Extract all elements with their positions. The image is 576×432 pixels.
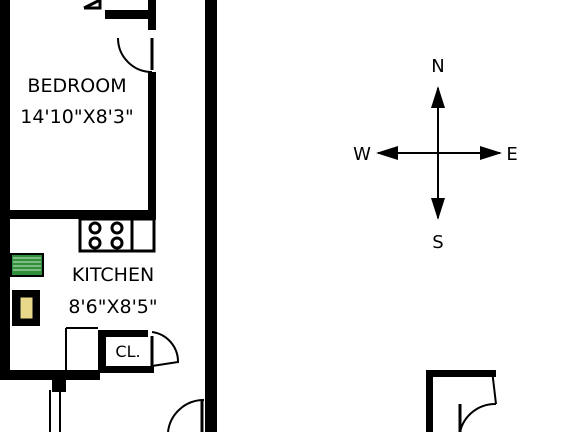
adjacent-door-swing [459,402,497,432]
adjacent-unit [426,369,497,432]
compass-east: E [506,144,517,165]
closet-bottom-wall [98,366,154,373]
adjacent-left-wall [426,370,433,432]
hall-wall [0,370,100,380]
stove-icon [78,217,134,253]
bedroom-nook-wall [148,0,156,30]
hall-pier [52,372,66,392]
kitchen-name: KITCHEN [72,264,154,286]
east-arrow-icon [480,146,502,160]
closet-top-wall [98,330,148,337]
left-outer-wall [0,0,10,380]
compass-north: N [431,56,444,77]
compass-west: W [353,144,371,165]
adjacent-top-wall [426,370,496,377]
closet: CL. [98,330,180,373]
kitchen-size: 8'6"X8'5" [68,296,157,318]
closet-nook [83,0,102,10]
exterior-walls [0,0,217,432]
hallway [0,327,205,432]
sink-icon [10,253,44,277]
bedroom-size: 14'10"X8'3" [20,106,133,128]
bedroom: BEDROOM 14'10"X8'3" [8,0,156,220]
refrigerator-face [19,296,34,320]
right-outer-wall [205,0,217,432]
bedroom-name: BEDROOM [27,75,126,97]
bedroom-bottom-wall [8,210,156,219]
kitchen-counter [130,217,156,253]
compass-rose: N S E W [353,56,518,253]
north-arrow-icon [431,86,445,108]
kitchen: KITCHEN 8'6"X8'5" [0,217,158,380]
adjacent-door-edge [491,369,497,405]
closet-name: CL. [115,342,140,361]
entry-door-swing [167,398,205,432]
west-arrow-icon [376,146,398,160]
bedroom-door-swing [117,37,153,73]
closet-door-swing [151,331,180,367]
bedroom-right-wall [148,72,156,220]
south-arrow-icon [431,198,445,220]
bedroom-top-wall [105,10,153,19]
sink-hatch [13,257,41,271]
kitchen-left-wall [0,245,10,380]
compass-south: S [432,232,443,253]
closet-left-wall [98,330,106,372]
